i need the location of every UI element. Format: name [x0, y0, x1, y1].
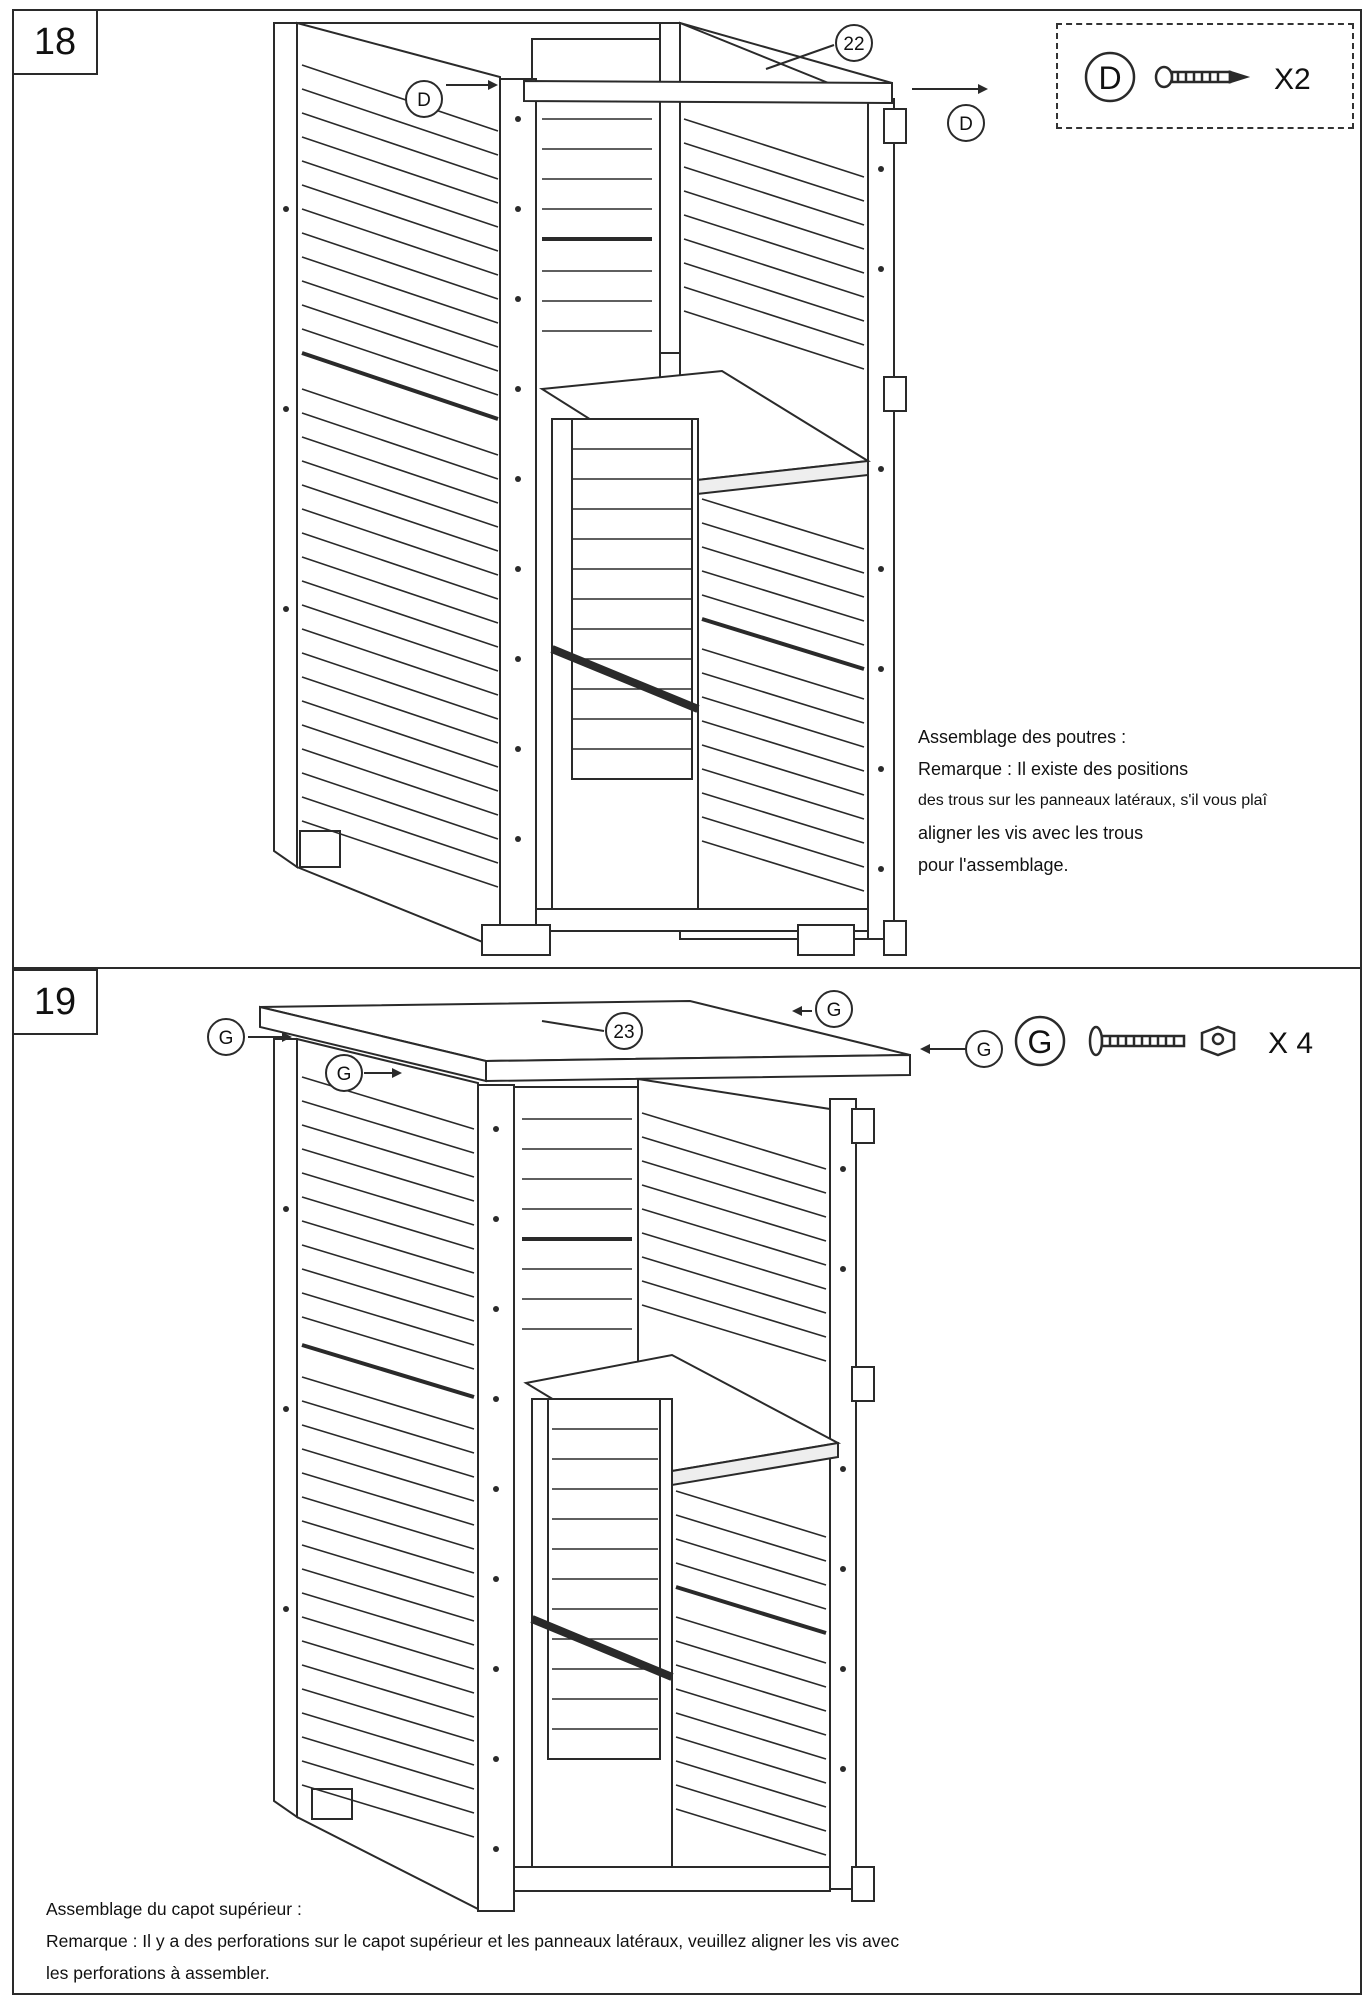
bolt-g-callout-left [207, 1018, 245, 1056]
step-19-left-slats [301, 1076, 475, 1838]
step-18-left-slats [301, 64, 499, 888]
bolt-g-callout-inner [325, 1054, 363, 1092]
hardware-g-quantity: X 4 [1268, 1027, 1313, 1060]
bolt-icon [1088, 1025, 1104, 1057]
bolt-g-label-right: G [977, 1040, 992, 1061]
step-divider [12, 967, 1362, 969]
step-18-note-title: Assemblage des poutres : [918, 727, 1127, 747]
diagram-canvas: 22 D D D X2 [207, 21, 1313, 1912]
step-19-screw-holes [283, 1126, 846, 1852]
step-18-right-slats [683, 118, 865, 892]
screw-d-label-left: D [417, 90, 431, 111]
step-18-note-line-3: aligner les vis avec les trous [918, 823, 1144, 843]
step-18-hardware-icons [1084, 51, 1251, 103]
step-18-back-slats [542, 118, 700, 750]
bolt-g-label-top: G [827, 1000, 842, 1021]
screw-icon [1154, 65, 1174, 89]
step-19-right-slats [641, 1112, 827, 1856]
hardware-d-quantity: X2 [1274, 63, 1311, 96]
screw-d-label-right: D [959, 114, 973, 135]
screw-d-callout-left [405, 80, 443, 118]
step-18-cabinet-drawing [273, 21, 907, 956]
step-19-note-line-1: Remarque : Il y a des perforations sur l… [46, 1931, 900, 1951]
step-18-callouts [405, 24, 985, 142]
step-18-hardware-box [1056, 23, 1354, 129]
step-18-screw-holes [283, 116, 884, 872]
step-18-number: 18 [12, 9, 98, 75]
bolt-g-label-left: G [219, 1028, 234, 1049]
hardware-d-circle [1084, 51, 1136, 103]
step-19-hardware-icons [1014, 1015, 1236, 1067]
part-22-label: 22 [843, 34, 864, 55]
step-19-note: Assemblage du capot supérieur : Remarque… [46, 1893, 899, 1989]
step-18-note-line-1: Remarque : Il existe des positions [918, 759, 1189, 779]
hardware-g-letter: G [1028, 1024, 1053, 1060]
part-23-callout [605, 1012, 643, 1050]
step-19-number: 19 [12, 969, 98, 1035]
step-19-note-title: Assemblage du capot supérieur : [46, 1899, 302, 1919]
step-19-callouts [207, 990, 1003, 1092]
bolt-g-label-inner: G [337, 1064, 352, 1085]
step-18-note-line-2: des trous sur les panneaux latéraux, s'i… [918, 792, 1268, 809]
hardware-d-letter: D [1098, 60, 1121, 96]
hardware-g-circle [1014, 1015, 1066, 1067]
instruction-page: 18 [12, 9, 1362, 1995]
bolt-g-callout-top [815, 990, 853, 1028]
step-19-note-line-2: les perforations à assembler. [46, 1963, 270, 1983]
step-18-note: Assemblage des poutres : Remarque : Il e… [918, 721, 1267, 881]
step-19-cabinet-drawing [259, 999, 911, 1912]
step-18-note-line-4: pour l'assemblage. [918, 855, 1069, 875]
part-22-callout [835, 24, 873, 62]
step-19-back-slats [522, 1118, 674, 1730]
bolt-g-callout-right [965, 1030, 1003, 1068]
part-23-label: 23 [613, 1022, 634, 1043]
screw-d-callout-right [947, 104, 985, 142]
